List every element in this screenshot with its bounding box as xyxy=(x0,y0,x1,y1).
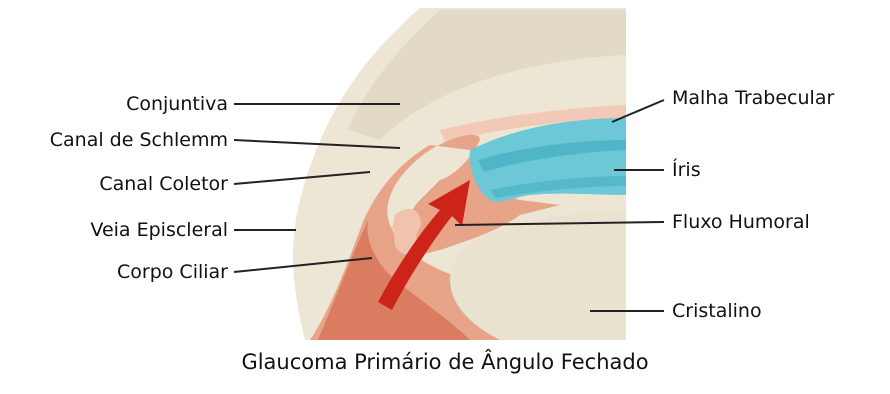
label-malha-trabecular: Malha Trabecular xyxy=(672,86,834,110)
label-veia-episcleral: Veia Episcleral xyxy=(90,218,228,242)
label-corpo-ciliar: Corpo Ciliar xyxy=(117,260,228,284)
figure-caption: Glaucoma Primário de Ângulo Fechado xyxy=(0,348,890,376)
label-conjuntiva: Conjuntiva xyxy=(126,92,228,116)
label-cristalino: Cristalino xyxy=(672,299,762,323)
label-canal-coletor: Canal Coletor xyxy=(99,172,228,196)
label-canal-schlemm: Canal de Schlemm xyxy=(50,128,228,152)
label-fluxo-humoral: Fluxo Humoral xyxy=(672,210,810,234)
label-iris: Íris xyxy=(672,158,701,182)
